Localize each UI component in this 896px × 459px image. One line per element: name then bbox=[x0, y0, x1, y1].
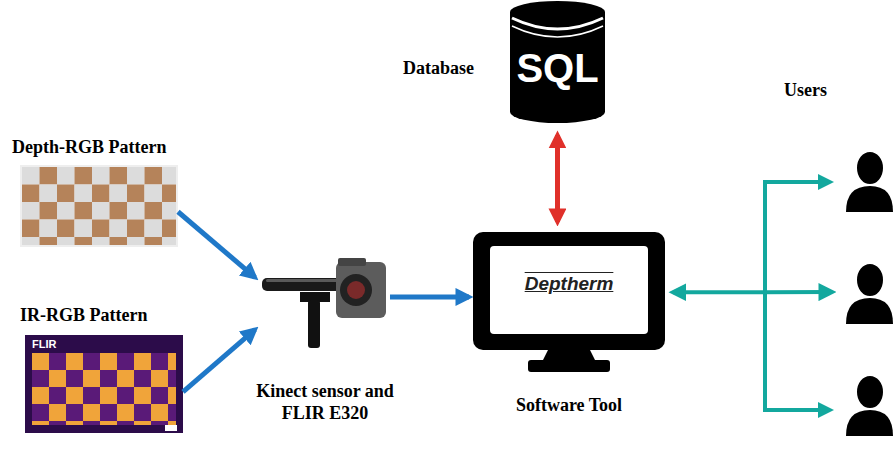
cylinder-top bbox=[510, 1, 605, 23]
pattern-heading: IR-RGB Pattern bbox=[20, 305, 147, 326]
user-body bbox=[846, 298, 893, 324]
user-icon bbox=[846, 263, 893, 324]
user-body bbox=[846, 186, 893, 212]
database-cylinder bbox=[510, 1, 605, 123]
branch-arrow bbox=[763, 180, 830, 184]
user-head bbox=[856, 151, 884, 185]
user-head bbox=[856, 375, 884, 409]
pattern-frame bbox=[20, 165, 178, 247]
user-body bbox=[846, 410, 893, 436]
user-head bbox=[856, 263, 884, 297]
monitor-base bbox=[528, 360, 610, 372]
camera-top bbox=[338, 258, 366, 266]
pattern-image: Depth-RGB Pattern bbox=[20, 165, 178, 247]
database-heading: Database bbox=[403, 58, 474, 79]
user-icon bbox=[846, 375, 893, 436]
monitor bbox=[473, 232, 665, 372]
database-cylinder: DatabaseSQL bbox=[510, 0, 605, 125]
cylinder-rim bbox=[512, 18, 603, 29]
branch-trunk bbox=[763, 182, 767, 410]
users-group: Users bbox=[840, 150, 896, 440]
users-heading: Users bbox=[784, 80, 827, 101]
kinect-camera-rig bbox=[262, 258, 386, 348]
cylinder-body bbox=[510, 12, 605, 112]
camera-lens bbox=[340, 274, 372, 306]
sensor-device: Kinect sensor and FLIR E320 bbox=[258, 255, 390, 355]
branch-arrow bbox=[763, 408, 830, 412]
depth-pattern-image bbox=[20, 165, 178, 247]
flow-arrow bbox=[555, 135, 560, 222]
lens-glass bbox=[347, 281, 365, 299]
monitor-frame bbox=[473, 232, 665, 350]
ir-pattern-image bbox=[25, 335, 183, 433]
software-monitor: DepthermSoftware Tool bbox=[473, 232, 665, 372]
pattern-image: IR-RGB PatternFLIR bbox=[25, 335, 183, 433]
battery-icon bbox=[165, 425, 177, 431]
camera-logo: FLIR bbox=[32, 338, 56, 350]
user-icon bbox=[846, 151, 893, 212]
flow-arrow bbox=[183, 330, 255, 392]
monitor-label: Software Tool bbox=[473, 395, 665, 416]
thermal-camera-body bbox=[336, 262, 386, 318]
software-name: Deptherm bbox=[490, 273, 648, 295]
monitor-screen bbox=[490, 246, 648, 334]
tripod-grip bbox=[308, 300, 320, 348]
device-label: Kinect sensor and FLIR E320 bbox=[237, 381, 413, 424]
thermal-frame bbox=[25, 335, 183, 433]
user-icons bbox=[846, 151, 893, 436]
flow-arrow bbox=[673, 290, 832, 294]
thermal-checkerboard bbox=[32, 353, 176, 425]
checkerboard bbox=[22, 167, 176, 245]
flow-arrow bbox=[178, 212, 255, 278]
branch-lines bbox=[763, 182, 830, 410]
cylinder-rim bbox=[512, 26, 603, 37]
cylinder-bottom bbox=[510, 101, 605, 123]
pattern-heading: Depth-RGB Pattern bbox=[12, 137, 166, 158]
flow-arrow bbox=[390, 294, 469, 299]
database-logo: SQL bbox=[510, 46, 605, 91]
